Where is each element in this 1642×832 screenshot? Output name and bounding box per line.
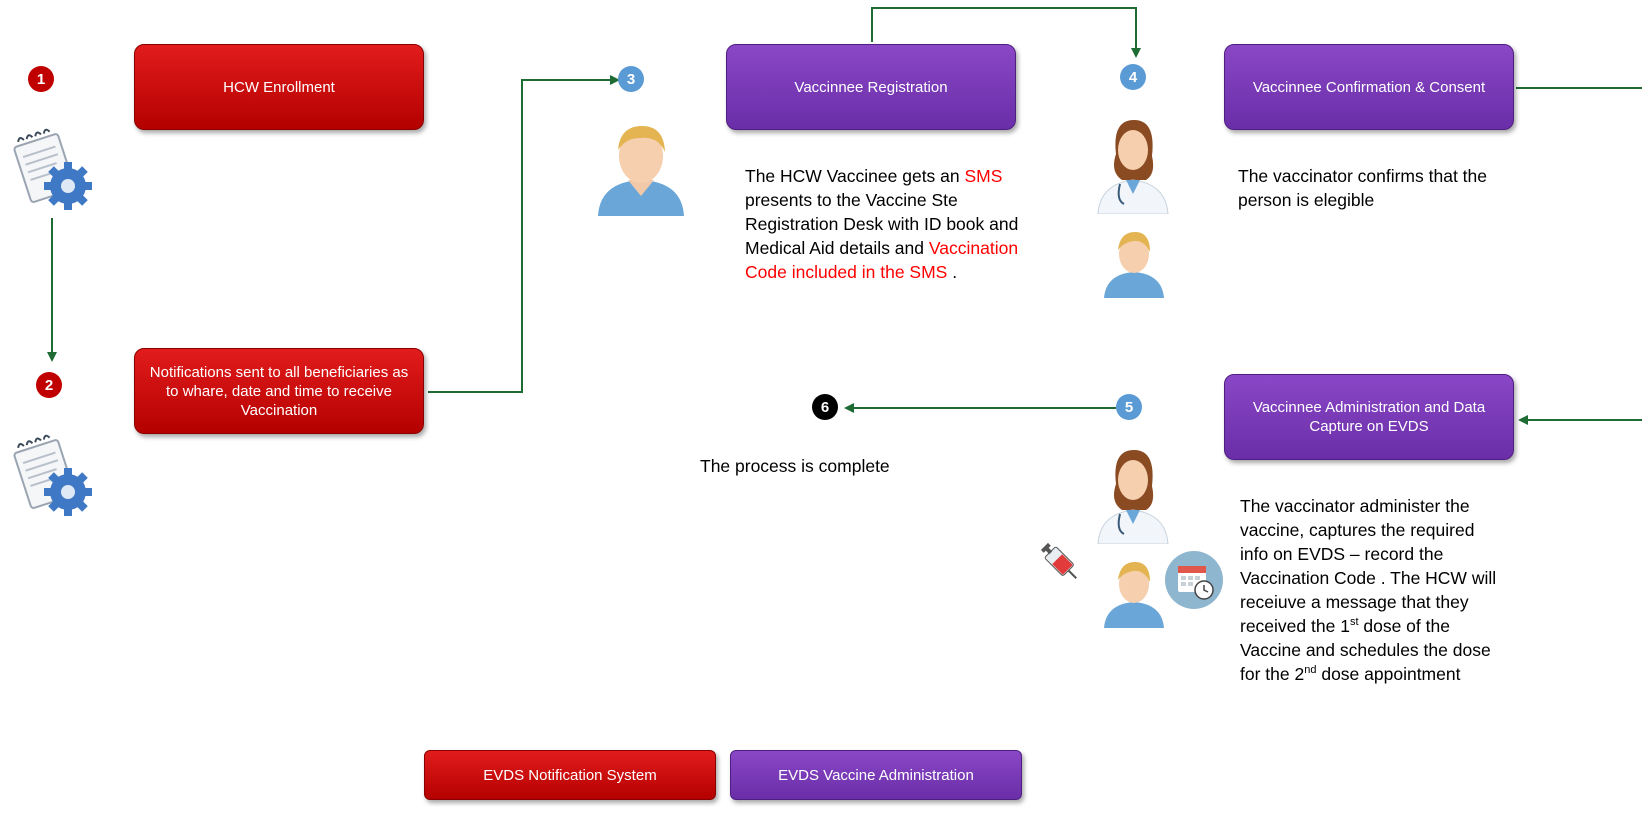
step-badge-6: 6 — [812, 394, 838, 420]
notepad-gear-icon — [13, 128, 92, 210]
syringe-icon — [1040, 542, 1077, 579]
step-badge-3: 3 — [618, 66, 644, 92]
confirmation-description: The vaccinator confirms that the person … — [1238, 166, 1487, 210]
legend-notification-system: EVDS Notification System — [424, 750, 716, 800]
step-badge-4: 4 — [1120, 64, 1146, 90]
complete-description: The process is complete — [700, 456, 890, 476]
vaccinnee-administration-box: Vaccinnee Administration and Data Captur… — [1224, 374, 1514, 460]
step-badge-5: 5 — [1116, 394, 1142, 420]
patient-icon — [1104, 232, 1164, 298]
doctor-icon — [1097, 120, 1169, 214]
doctor-icon — [1097, 450, 1169, 544]
arrow-registration-to-4 — [871, 7, 1141, 58]
notepad-gear-icon — [13, 434, 92, 516]
administration-description: The vaccinator administer the vaccine, c… — [1240, 496, 1497, 684]
calendar-clock-icon — [1165, 551, 1223, 609]
patient-icon — [598, 126, 684, 216]
hcw-enrollment-box: HCW Enrollment — [134, 44, 424, 130]
vaccinnee-registration-box: Vaccinnee Registration — [726, 44, 1016, 130]
step-badge-2: 2 — [36, 372, 62, 398]
step-badge-1: 1 — [28, 66, 54, 92]
arrow-notifications-to-3 — [428, 75, 620, 393]
registration-description: The HCW Vaccinee gets an SMS presents to… — [745, 166, 1019, 282]
patient-icon — [1104, 562, 1164, 628]
notifications-box: Notifications sent to all beneficiaries … — [134, 348, 424, 434]
vaccinnee-confirmation-box: Vaccinnee Confirmation & Consent — [1224, 44, 1514, 130]
legend-vaccine-administration: EVDS Vaccine Administration — [730, 750, 1022, 800]
